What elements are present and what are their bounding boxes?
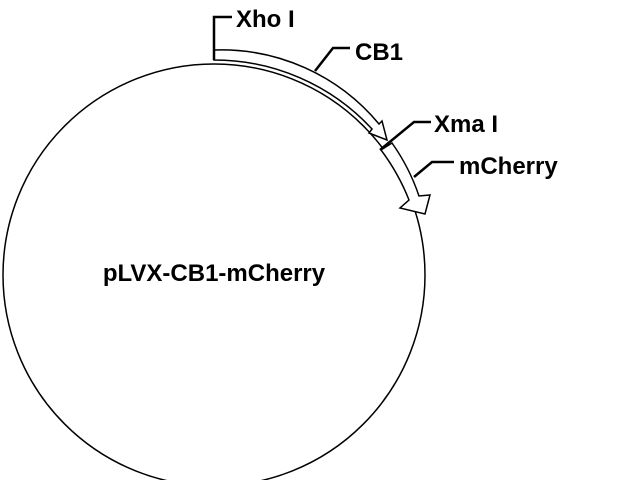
cb1-leader-line	[314, 46, 350, 72]
xma-i-label: Xma I	[434, 111, 498, 138]
mcherry-feature-arrow	[379, 141, 431, 215]
plasmid-circle	[2, 63, 426, 480]
xho-i-label: Xho I	[236, 6, 295, 33]
mcherry-leader-line	[413, 160, 454, 178]
cb1-label: CB1	[355, 39, 403, 66]
plasmid-name: pLVX-CB1-mCherry	[103, 260, 326, 287]
xma-i-leader-line	[379, 120, 431, 151]
mcherry-label: mCherry	[459, 153, 558, 180]
cb1-feature-arrow	[213, 49, 389, 142]
xho-i-leader-line	[212, 15, 232, 60]
